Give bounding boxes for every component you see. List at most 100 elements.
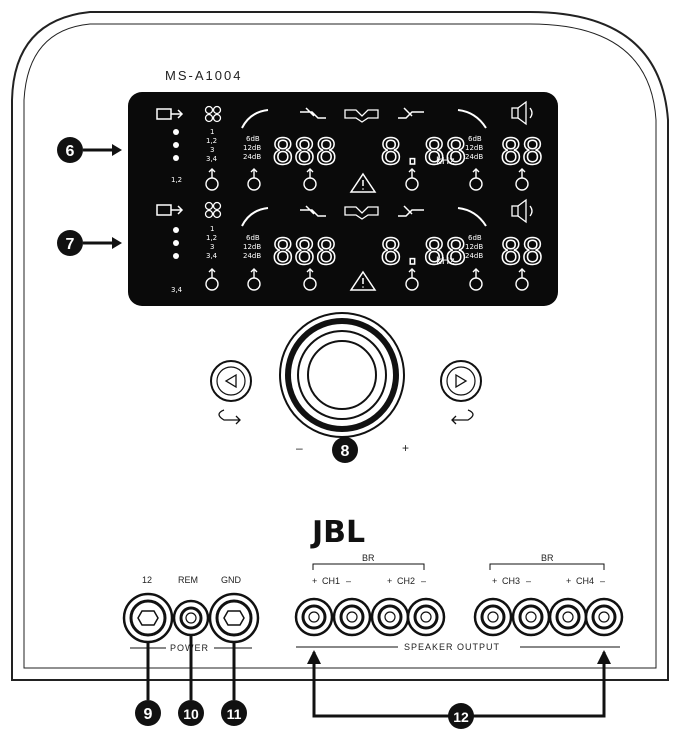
arrow-up-icon	[307, 650, 321, 664]
control-knob[interactable]	[279, 312, 405, 438]
speaker-terminal[interactable]	[332, 597, 372, 637]
mode-icon	[204, 201, 222, 219]
lcd-row-2: 3,4 1 1,2 3 3,4 6dB 12dB 24dB 888 8.88 k…	[156, 198, 544, 294]
callout-12: 12	[448, 703, 474, 729]
knob-minus-label: –	[296, 441, 303, 455]
svg-text:11: 11	[227, 706, 242, 722]
slope-label: 24dB	[243, 252, 261, 260]
hand-icon	[469, 168, 483, 191]
mode-number: 1	[210, 128, 214, 136]
right-arrow-button[interactable]	[440, 360, 482, 402]
slope-label: 24dB	[465, 153, 483, 161]
indicator-dot	[173, 240, 179, 246]
plus-sign: +	[312, 576, 317, 586]
slope-label: 24dB	[465, 252, 483, 260]
terminal-12[interactable]	[122, 592, 174, 644]
svg-text:7: 7	[66, 236, 75, 253]
speaker-terminal[interactable]	[294, 597, 334, 637]
terminal-label-rem: REM	[178, 575, 198, 585]
indicator-dot	[173, 227, 179, 233]
speaker-terminal[interactable]	[511, 597, 551, 637]
slope-label: 12dB	[465, 243, 483, 251]
callout-7: 7	[57, 230, 122, 256]
hand-icon	[515, 168, 529, 191]
speaker-icon	[511, 100, 533, 126]
speaker-terminal[interactable]	[370, 597, 410, 637]
minus-sign: –	[346, 576, 351, 586]
speaker-outputs: BR BR + CH1 – + CH2 – + CH3 – + CH4 – SP…	[294, 553, 624, 652]
bridge-label-left: BR	[362, 553, 375, 563]
callout-9: 9	[135, 700, 161, 726]
knob-plus-label: +	[402, 441, 409, 455]
model-label: MS-A1004	[165, 68, 242, 83]
speaker-terminal[interactable]	[406, 597, 446, 637]
hand-icon	[205, 168, 219, 191]
hex-screw-icon	[137, 610, 159, 626]
slope-label: 12dB	[243, 144, 261, 152]
slope-label: 6dB	[468, 135, 482, 143]
device-outline	[11, 11, 669, 681]
input-icon	[156, 204, 184, 216]
terminal-rem[interactable]	[172, 599, 210, 637]
speaker-terminal[interactable]	[584, 597, 624, 637]
seg-display-center: 8.88	[380, 232, 467, 273]
plus-sign: +	[387, 576, 392, 586]
channel-label: 1,2	[171, 176, 182, 184]
seg-display-right: 88	[500, 232, 543, 273]
speaker-icon	[511, 198, 533, 224]
hex-screw-icon	[223, 610, 245, 626]
terminal-gnd[interactable]	[208, 592, 260, 644]
mode-number: 1,2	[206, 234, 217, 242]
lcd-panel	[128, 92, 558, 306]
svg-text:12: 12	[453, 709, 469, 725]
handshake-icon	[344, 206, 379, 220]
minus-sign: –	[526, 576, 531, 586]
channel-label: 3,4	[171, 286, 183, 294]
highpass-curve-icon	[241, 109, 269, 129]
hand-icon	[247, 168, 261, 191]
slope-label: 6dB	[468, 234, 482, 242]
mode-number: 3	[210, 243, 214, 251]
treble-eq-icon	[398, 107, 424, 119]
speaker-output-label: SPEAKER OUTPUT	[404, 642, 500, 652]
indicator-dot	[173, 142, 179, 148]
seg-display-left: 888	[272, 132, 337, 173]
channel-label-ch4: CH4	[576, 576, 594, 586]
seg-display-center: 8.88	[380, 132, 467, 173]
return-arrow-icon	[218, 409, 241, 425]
mode-number: 3,4	[206, 155, 218, 163]
svg-text:10: 10	[183, 706, 199, 722]
triangle-right-icon	[455, 373, 468, 389]
left-arrow-button[interactable]	[210, 360, 252, 402]
freq-unit: kHz	[436, 256, 455, 267]
indicator-dot	[173, 129, 179, 135]
arrow-up-icon	[597, 650, 611, 664]
minus-sign: –	[600, 576, 605, 586]
power-label: POWER	[170, 643, 209, 653]
hand-icon	[303, 268, 317, 291]
input-icon	[156, 108, 184, 120]
plus-sign: +	[566, 576, 571, 586]
mode-number: 3,4	[206, 252, 218, 260]
hand-icon	[303, 168, 317, 191]
hand-icon	[515, 268, 529, 291]
warning-icon	[349, 172, 377, 193]
seg-display-left: 888	[272, 232, 337, 273]
callout-10: 10	[178, 700, 204, 726]
slope-label: 12dB	[465, 144, 483, 152]
hand-icon	[405, 268, 419, 291]
bass-eq-icon	[300, 205, 326, 217]
speaker-terminal[interactable]	[473, 597, 513, 637]
handshake-icon	[344, 109, 379, 123]
mode-number: 1,2	[206, 137, 217, 145]
speaker-terminal[interactable]	[548, 597, 588, 637]
lowpass-curve-icon	[457, 109, 487, 129]
lowpass-curve-icon	[457, 207, 487, 227]
warning-icon	[349, 270, 377, 291]
slope-label: 6dB	[246, 234, 260, 242]
channel-label-ch2: CH2	[397, 576, 415, 586]
triangle-left-icon	[224, 373, 237, 389]
hand-icon	[205, 268, 219, 291]
return-arrow-icon	[451, 409, 474, 425]
highpass-curve-icon	[241, 207, 269, 227]
